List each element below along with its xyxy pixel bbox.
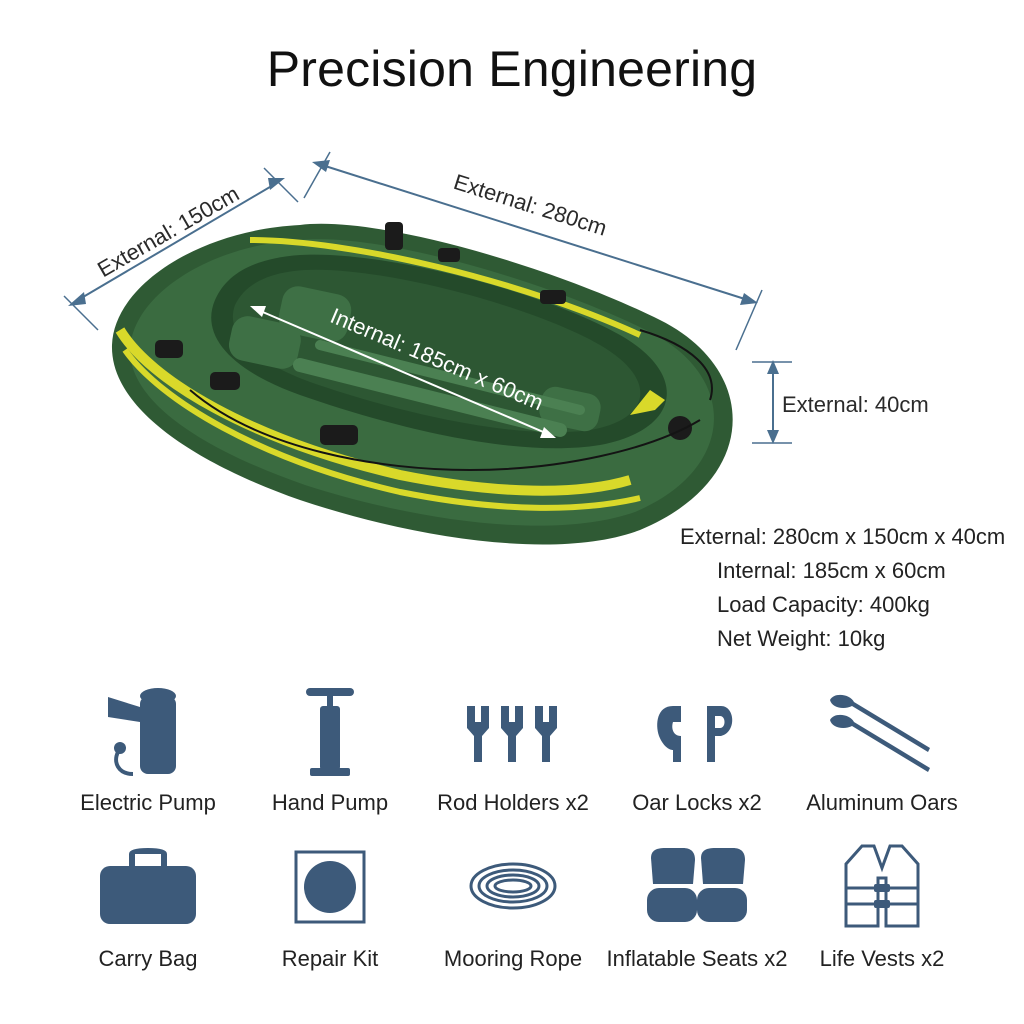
accessory-rod-holders: Rod Holders x2 — [413, 682, 613, 816]
spec-external: External: 280cm x 150cm x 40cm — [680, 524, 1006, 549]
accessory-carry-bag: Carry Bag — [48, 838, 248, 972]
accessory-repair-kit: Repair Kit — [230, 838, 430, 972]
accessory-electric-pump: Electric Pump — [48, 682, 248, 816]
accessory-label: Mooring Rope — [443, 946, 583, 971]
accessory-label: Rod Holders x2 — [437, 790, 589, 815]
accessory-label: Repair Kit — [281, 946, 379, 971]
spec-load-capacity: Load Capacity: 400kg — [717, 592, 930, 617]
accessory-oar-locks: Oar Locks x2 — [597, 682, 797, 816]
accessory-life-vests: Life Vests x2 — [782, 838, 982, 972]
accessory-label: Hand Pump — [271, 790, 389, 815]
accessory-aluminum-oars: Aluminum Oars — [782, 682, 982, 816]
carry-bag-icon — [100, 848, 196, 924]
inflatable-seats-icon — [647, 848, 747, 922]
accessory-label: Oar Locks x2 — [632, 790, 762, 815]
external-height-label: External: 40cm — [782, 392, 929, 417]
hand-pump-icon — [306, 688, 354, 776]
spec-net-weight: Net Weight: 10kg — [717, 626, 886, 651]
electric-pump-icon — [108, 688, 176, 776]
rod-holders-icon — [467, 706, 557, 762]
mooring-rope-icon — [469, 862, 557, 910]
dimension-external-height: External: 40cm — [752, 360, 929, 444]
inflatable-boat — [111, 222, 733, 545]
page-title: Precision Engineering — [266, 41, 758, 97]
accessory-hand-pump: Hand Pump — [230, 682, 430, 816]
oar-locks-icon — [657, 706, 733, 762]
accessory-label: Carry Bag — [98, 946, 198, 971]
accessory-label: Aluminum Oars — [806, 790, 958, 815]
external-length-label: External: 280cm — [451, 169, 610, 241]
life-vests-icon — [844, 844, 920, 928]
accessory-label: Inflatable Seats x2 — [606, 946, 788, 971]
spec-internal: Internal: 185cm x 60cm — [717, 558, 946, 583]
accessory-label: Electric Pump — [80, 790, 216, 815]
oars-icon — [830, 694, 930, 772]
accessory-label: Life Vests x2 — [819, 946, 945, 971]
repair-kit-icon — [294, 850, 366, 924]
spec-list: External: 280cm x 150cm x 40cm Internal:… — [680, 520, 1020, 656]
accessory-inflatable-seats: Inflatable Seats x2 — [597, 838, 797, 972]
accessory-mooring-rope: Mooring Rope — [413, 838, 613, 972]
